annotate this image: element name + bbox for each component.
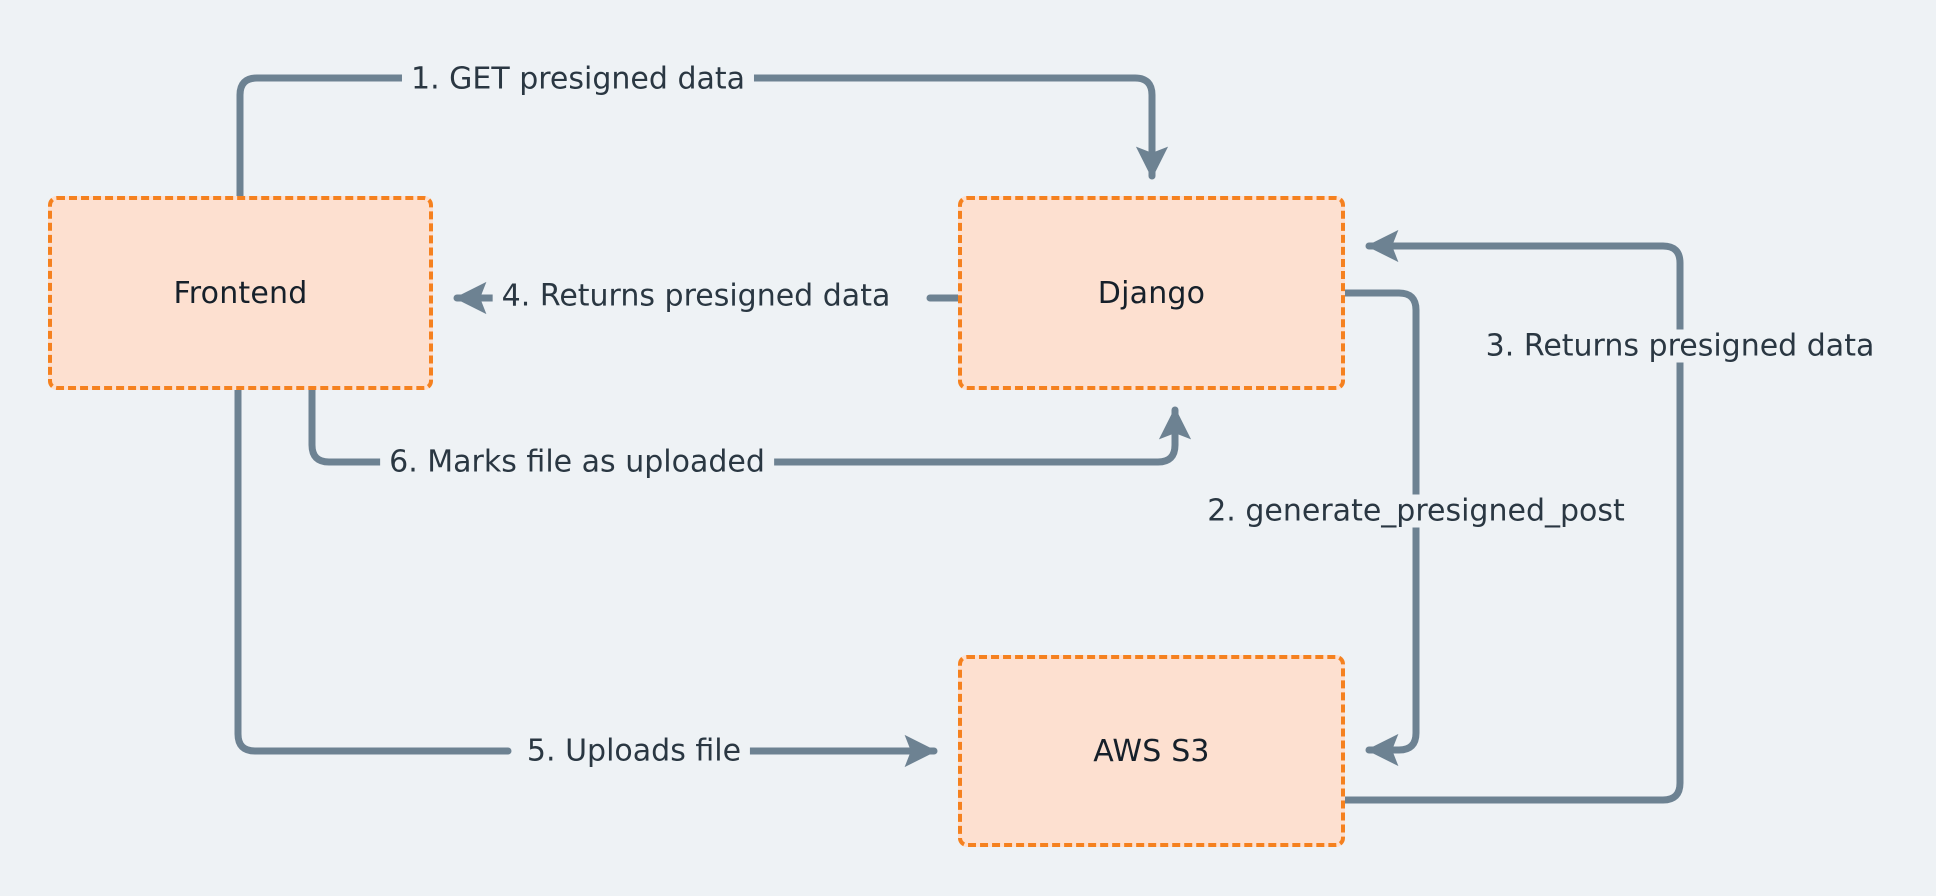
node-django[interactable]: Django (958, 196, 1345, 390)
edge-path-6b (751, 406, 1192, 466)
edge-label-1: 1. GET presigned data (401, 62, 755, 96)
edge-path-3 (1341, 229, 1684, 804)
edge-label-3: 3. Returns presigned data (1476, 329, 1884, 363)
edge-label-6: 6. Marks file as uploaded (380, 445, 774, 479)
edge-path-5a (234, 386, 512, 755)
edge-label-2: 2. generate_presigned_post (1198, 494, 1634, 528)
edge-path-6a (308, 386, 403, 466)
node-django-label: Django (1097, 275, 1206, 311)
edge-label-5: 5. Uploads file (517, 734, 751, 768)
node-aws-s3-label: AWS S3 (1093, 733, 1210, 769)
edge-label-4: 4. Returns presigned data (492, 279, 900, 313)
node-frontend[interactable]: Frontend (48, 196, 433, 390)
node-frontend-label: Frontend (173, 275, 308, 311)
node-aws-s3[interactable]: AWS S3 (958, 655, 1345, 847)
